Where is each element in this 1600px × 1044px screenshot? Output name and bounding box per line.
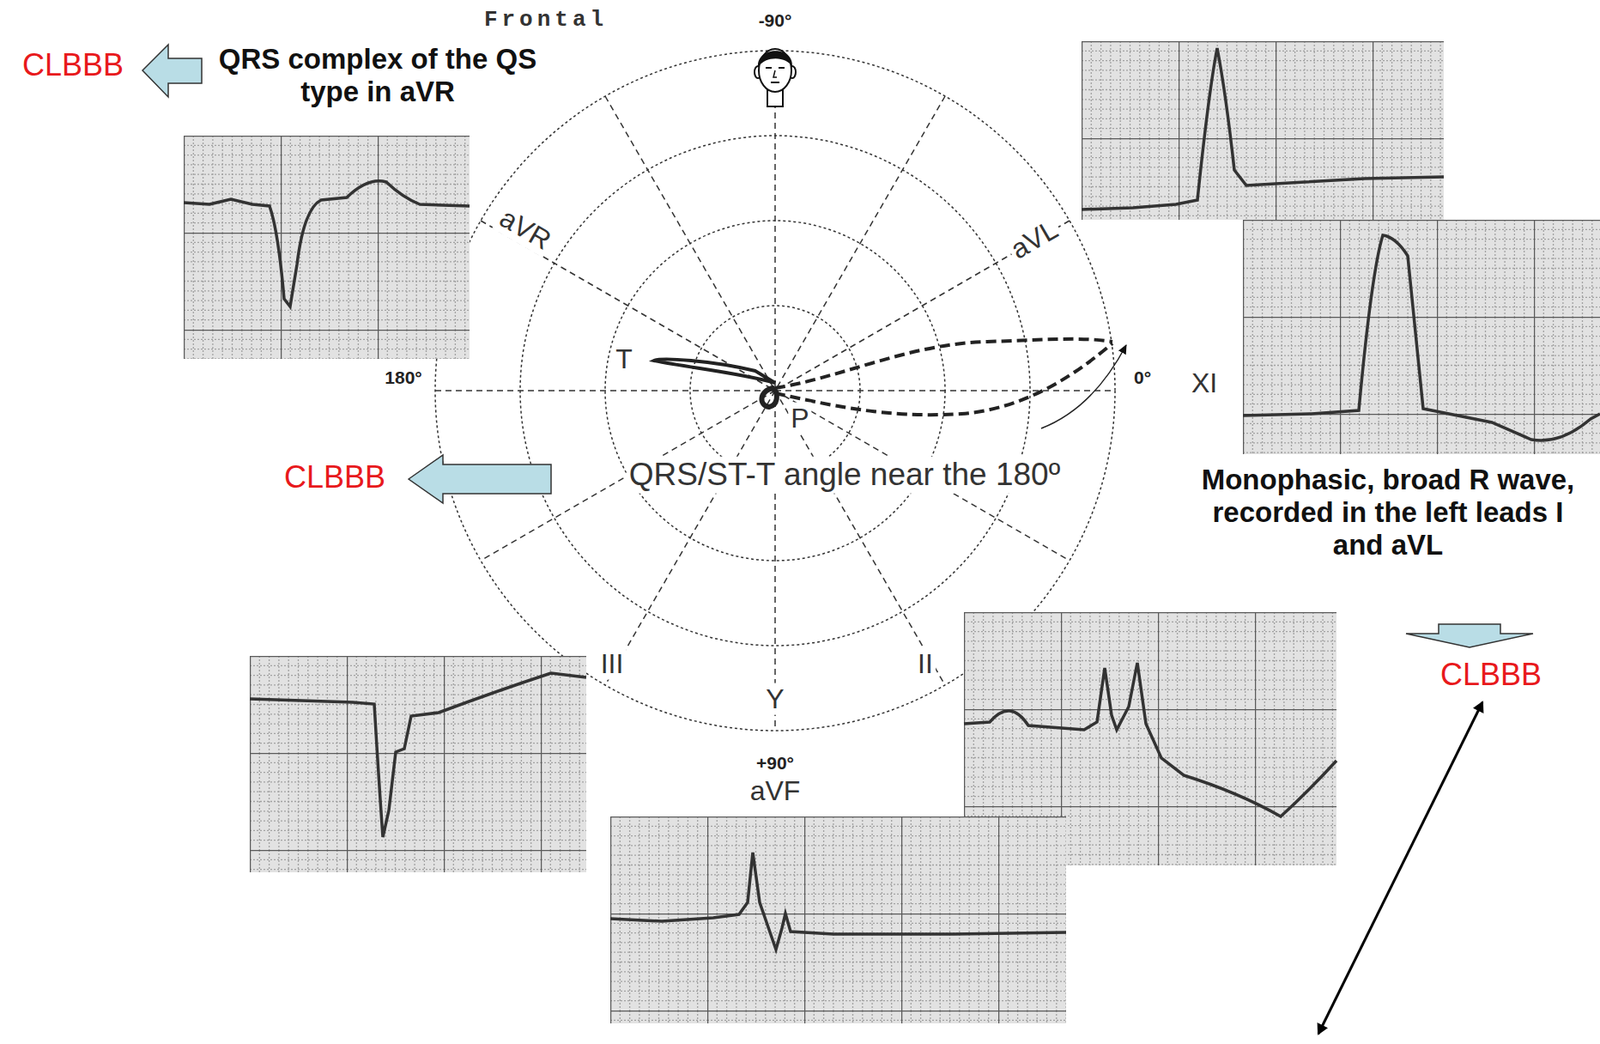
diagnosis-label: CLBBB xyxy=(1440,656,1542,692)
ecg-strip-avr xyxy=(183,135,470,359)
axis-name: XI xyxy=(1191,367,1218,400)
lead-name: aVF xyxy=(747,775,804,807)
ecg-strip-iii xyxy=(249,655,587,873)
criterion-note: QRS complex of the QS type in aVR xyxy=(201,42,554,109)
angle-mark: 0° xyxy=(1131,367,1154,388)
diagnosis-label: CLBBB xyxy=(284,459,386,495)
angle-mark: +90° xyxy=(753,752,797,774)
angle-mark: -90° xyxy=(756,10,795,31)
criterion-note: Monophasic, broad R wave, recorded in th… xyxy=(1194,463,1582,562)
head-icon xyxy=(754,48,796,107)
angle-mark: 180° xyxy=(381,367,425,388)
ecg-strip-avl xyxy=(1081,41,1444,220)
loop-name: P xyxy=(787,402,812,435)
double-arrow xyxy=(1318,702,1483,1034)
lead-name: aVL xyxy=(1003,212,1067,267)
lead-name: II xyxy=(915,648,936,680)
diagnosis-label: CLBBB xyxy=(22,47,124,83)
axis-name: Y xyxy=(763,683,787,716)
lead-name: aVR xyxy=(491,200,559,258)
criterion-note: QRS/ST-T angle near the 180º xyxy=(626,456,1063,494)
lead-name: III xyxy=(598,648,627,680)
plane-title: Frontal xyxy=(484,7,608,34)
ecg-strip-avf xyxy=(610,816,1067,1024)
loop-name: T xyxy=(612,343,636,376)
ecg-strip-i xyxy=(1242,219,1600,455)
vector-loops xyxy=(654,339,1127,429)
